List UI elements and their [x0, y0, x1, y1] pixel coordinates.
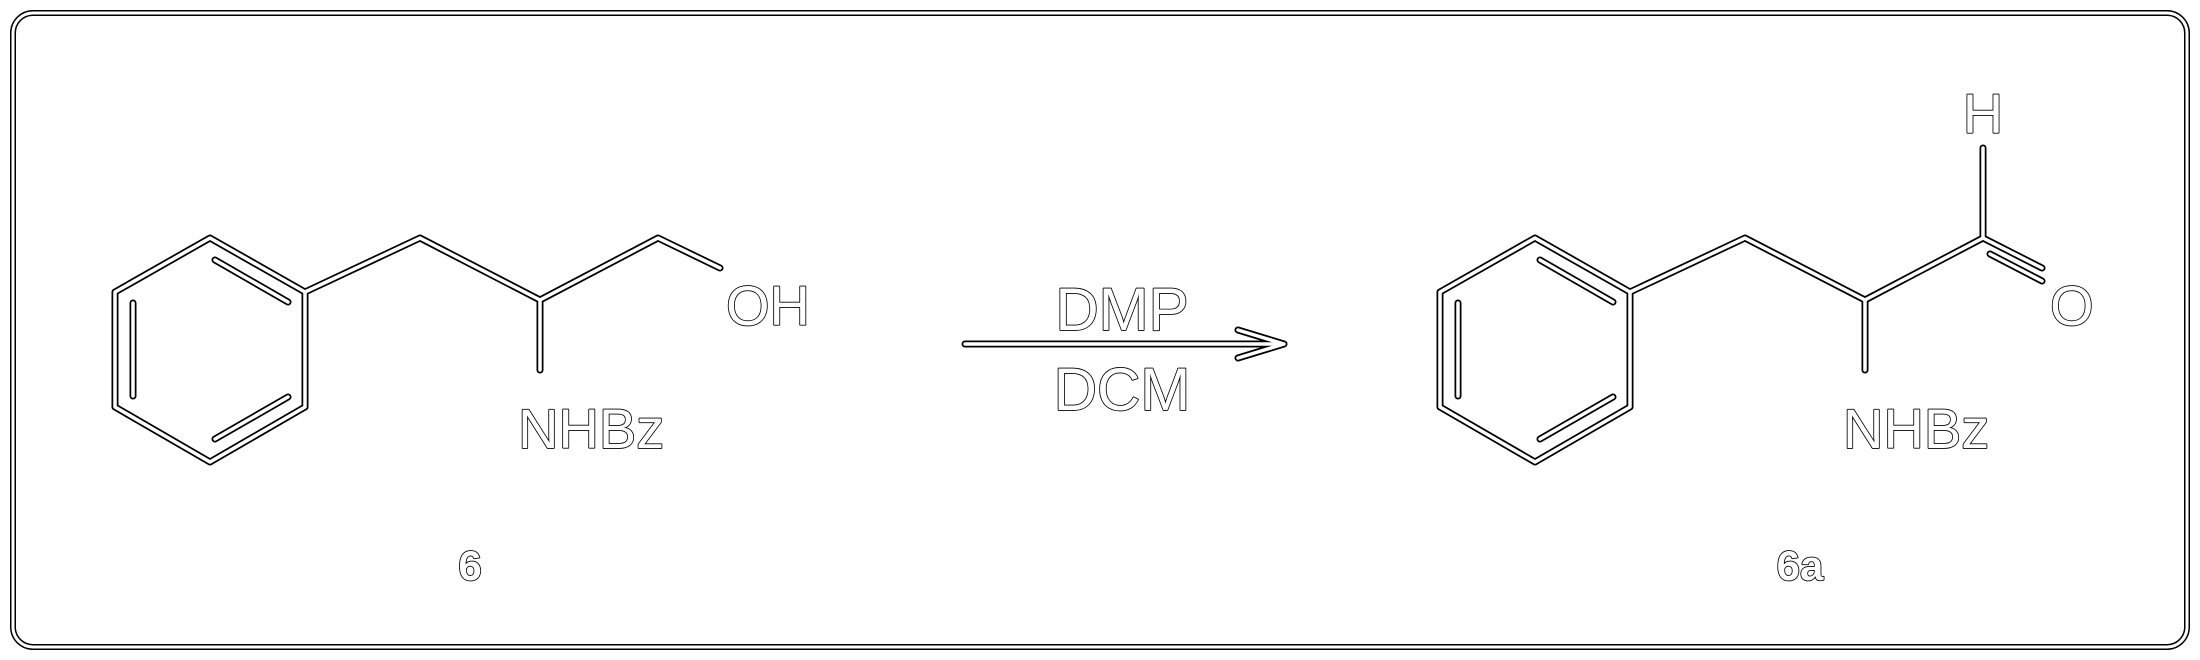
reaction-arrow [961, 326, 1288, 362]
aldehyde-o-label: O [2050, 274, 2094, 337]
reactant-nhbz-label: NHBz [518, 397, 664, 460]
product-6a: H O NHBz 6a [1436, 81, 2094, 590]
reactant-bonds [111, 234, 724, 466]
product-bonds [1436, 144, 2046, 466]
solvent-label: DCM [1054, 356, 1191, 423]
hydroxyl-label: OH [726, 274, 810, 337]
compound-number-6: 6 [458, 542, 481, 589]
product-nhbz-label: NHBz [1843, 397, 1989, 460]
compound-number-6a: 6a [1777, 542, 1824, 589]
reactant-6: OH NHBz 6 [111, 234, 811, 590]
aldehyde-h-label: H [1963, 82, 2003, 145]
reagent-label: DMP [1055, 276, 1188, 343]
